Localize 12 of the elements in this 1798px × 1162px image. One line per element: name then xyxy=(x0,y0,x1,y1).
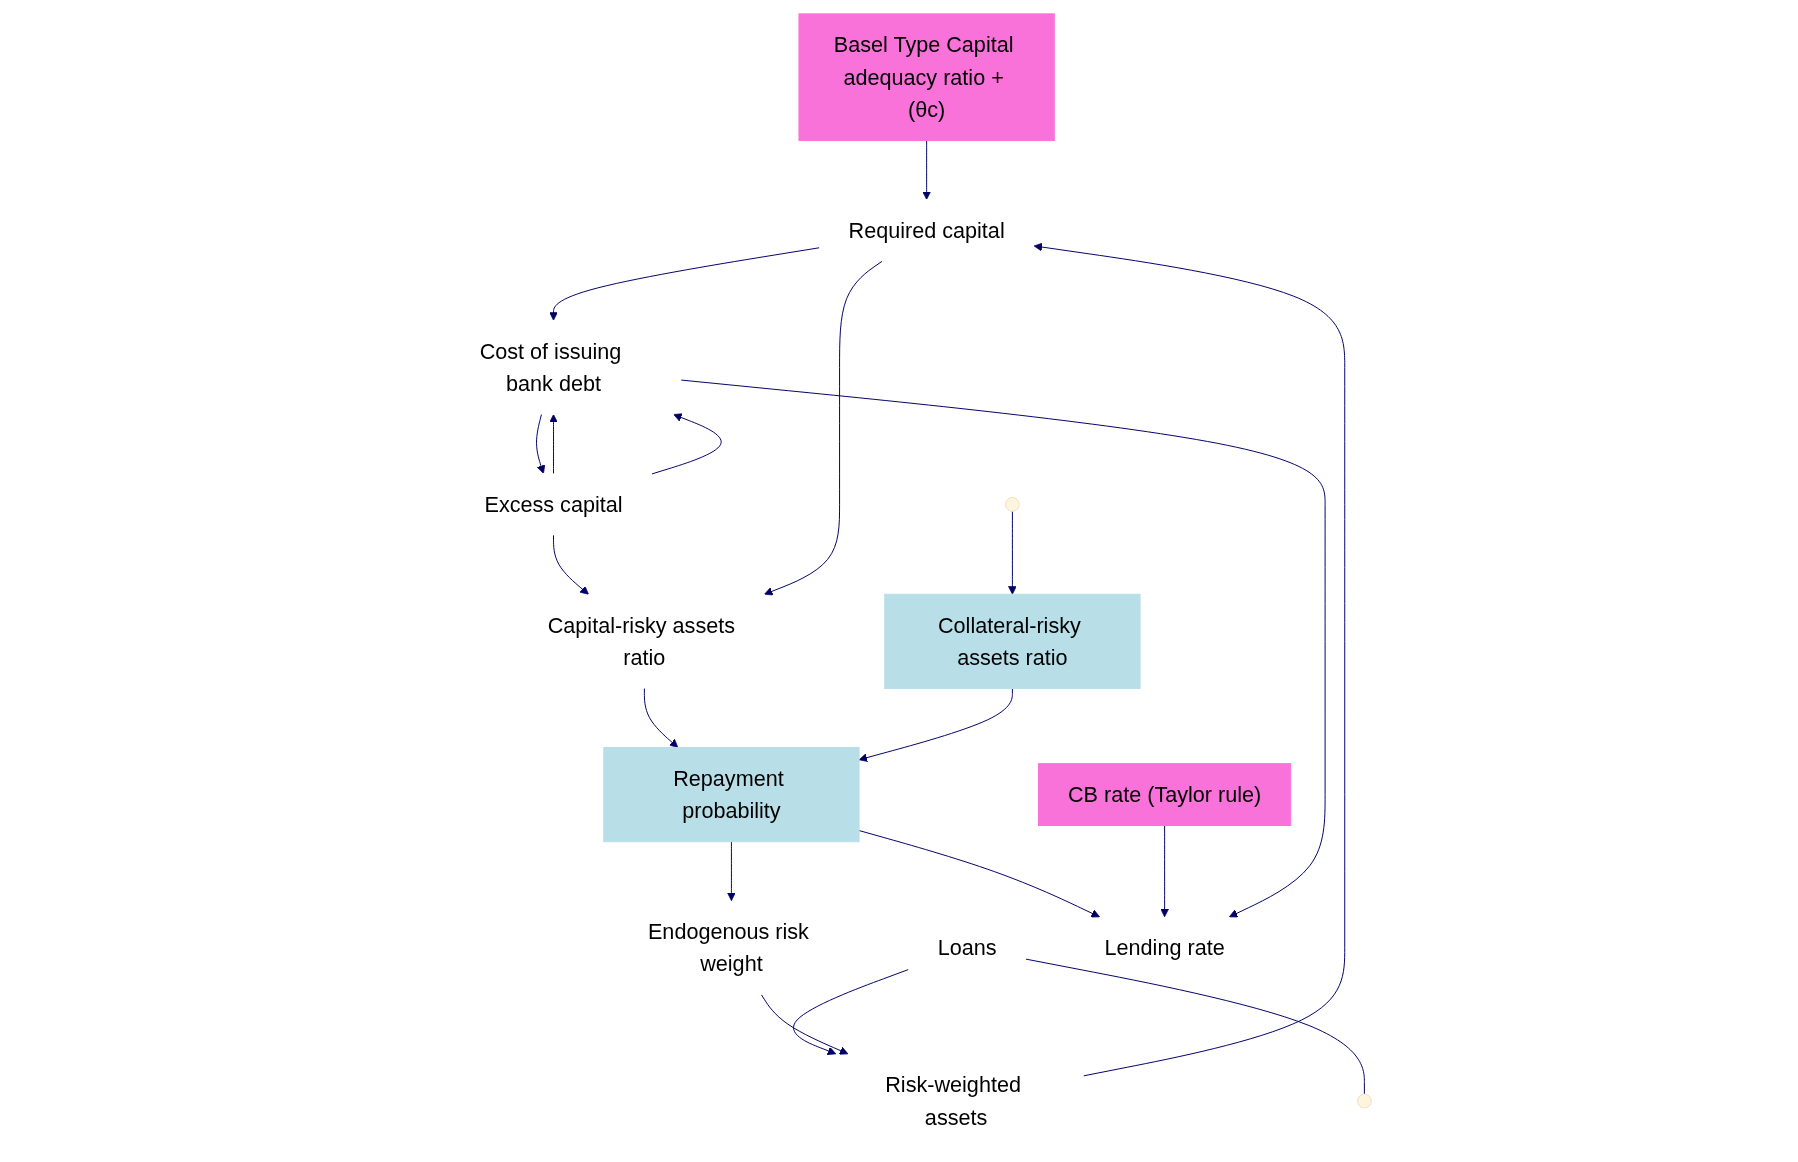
text-label: Risk-weighted assets xyxy=(885,1072,1022,1130)
text-label: Excess capital xyxy=(484,492,623,517)
text-label: Loans xyxy=(938,935,997,961)
text-label: Capital-risky assets ratio xyxy=(548,612,736,670)
text-label: Cost of issuing bank debt xyxy=(480,338,622,396)
process-box: Collateral-risky assets ratio xyxy=(884,593,1141,689)
process-box: CB rate (Taylor rule) xyxy=(1038,763,1292,826)
process-box: Basel Type Capital adequacy ratio + (θc) xyxy=(798,13,1056,142)
text-label: Lending rate xyxy=(1105,935,1226,961)
process-box: Repayment probability xyxy=(603,746,860,843)
text-label: Required capital xyxy=(849,218,1006,243)
text-label: Endogenous risk weight xyxy=(648,919,810,977)
